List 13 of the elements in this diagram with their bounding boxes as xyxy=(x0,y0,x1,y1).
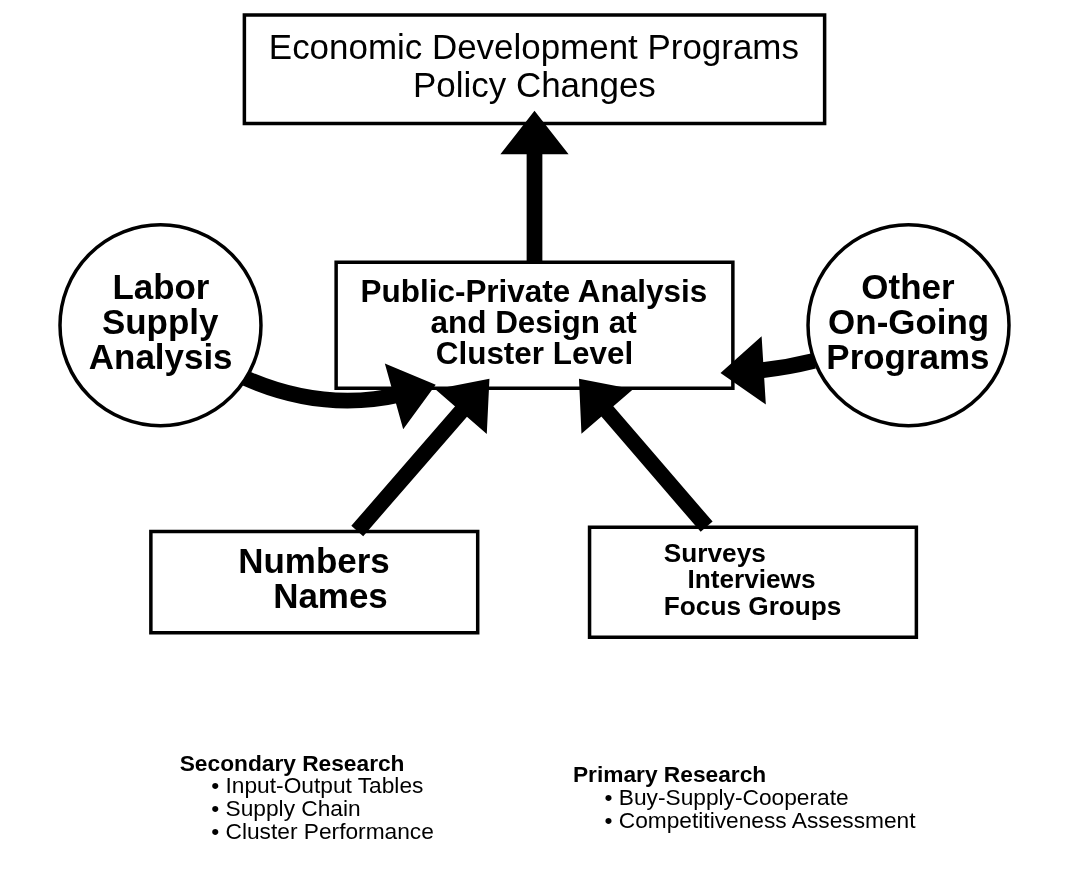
node-label: Secondary Research xyxy=(179,749,405,776)
node-box: Numbers Names xyxy=(149,529,480,635)
node-circle: Labor Supply Analysis xyxy=(58,223,263,428)
arrow xyxy=(720,336,816,405)
arrow xyxy=(242,363,436,430)
node-label: Primary Research xyxy=(572,761,767,788)
node-box: Economic Development Programs Policy Changes xyxy=(242,13,827,126)
arrow xyxy=(351,378,490,537)
arrow xyxy=(578,378,713,532)
arrow xyxy=(500,110,569,262)
node-box: Surveys Interviews Focus Groups xyxy=(587,525,919,639)
node-circle: Other On-Going Programs xyxy=(806,223,1011,428)
node-box: Public-Private Analysis and Design at Cluster Level xyxy=(334,260,735,390)
